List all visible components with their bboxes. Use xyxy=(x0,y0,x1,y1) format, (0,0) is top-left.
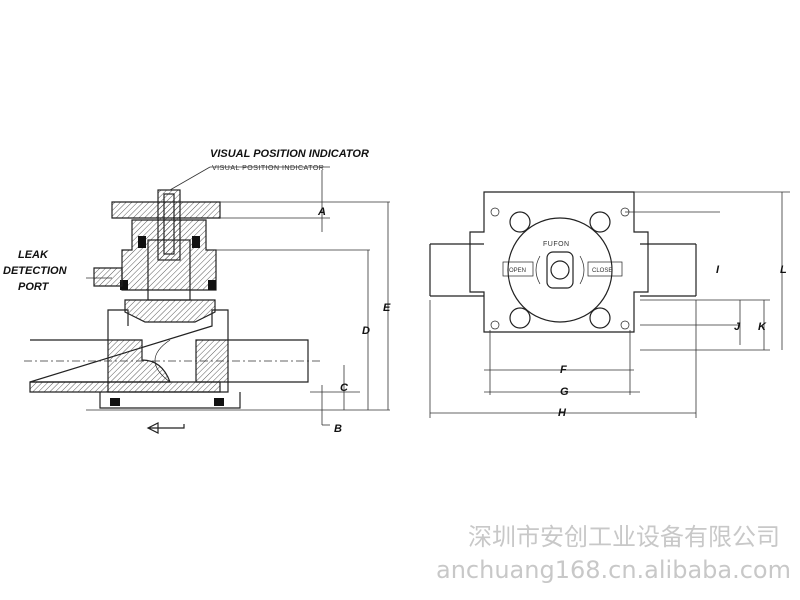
dim-l: L xyxy=(780,264,787,276)
leak-label-2: DETECTION xyxy=(3,265,68,277)
leak-label-1: LEAK xyxy=(18,249,49,261)
dim-k: K xyxy=(758,321,767,333)
leak-port xyxy=(93,267,123,287)
bonnet xyxy=(121,219,217,291)
dim-i: I xyxy=(716,264,720,276)
diaphragm xyxy=(124,299,216,323)
open-label: OPEN xyxy=(509,268,526,274)
body-outline xyxy=(469,191,649,333)
flow-arrow-icon xyxy=(146,422,185,434)
callout-sub: VISUAL POSITION INDICATOR xyxy=(212,165,324,172)
leak-label-3: PORT xyxy=(18,281,50,293)
callout-title: VISUAL POSITION INDICATOR xyxy=(210,148,369,160)
top-view: FUFON OPEN CLOSE F G H I J K L xyxy=(429,191,790,419)
handwheel-disc xyxy=(507,217,613,323)
watermark-url: anchuang168.cn.alibaba.com xyxy=(436,556,791,584)
section-view: VISUAL POSITION INDICATOR VISUAL POSITIO… xyxy=(3,148,391,435)
dim-c: C xyxy=(340,382,349,394)
dim-j: J xyxy=(734,321,741,333)
brand-label: FUFON xyxy=(543,241,570,248)
close-label: CLOSE xyxy=(592,268,612,274)
dim-f: F xyxy=(560,364,567,376)
position-indicator-window xyxy=(546,251,574,289)
dim-e: E xyxy=(383,302,391,314)
dim-h: H xyxy=(558,407,567,419)
watermark-company: 深圳市安创工业设备有限公司 xyxy=(468,523,780,551)
dim-d: D xyxy=(362,325,370,337)
dim-a: A xyxy=(317,206,326,218)
dim-b: B xyxy=(334,423,342,435)
dim-g: G xyxy=(560,386,569,398)
